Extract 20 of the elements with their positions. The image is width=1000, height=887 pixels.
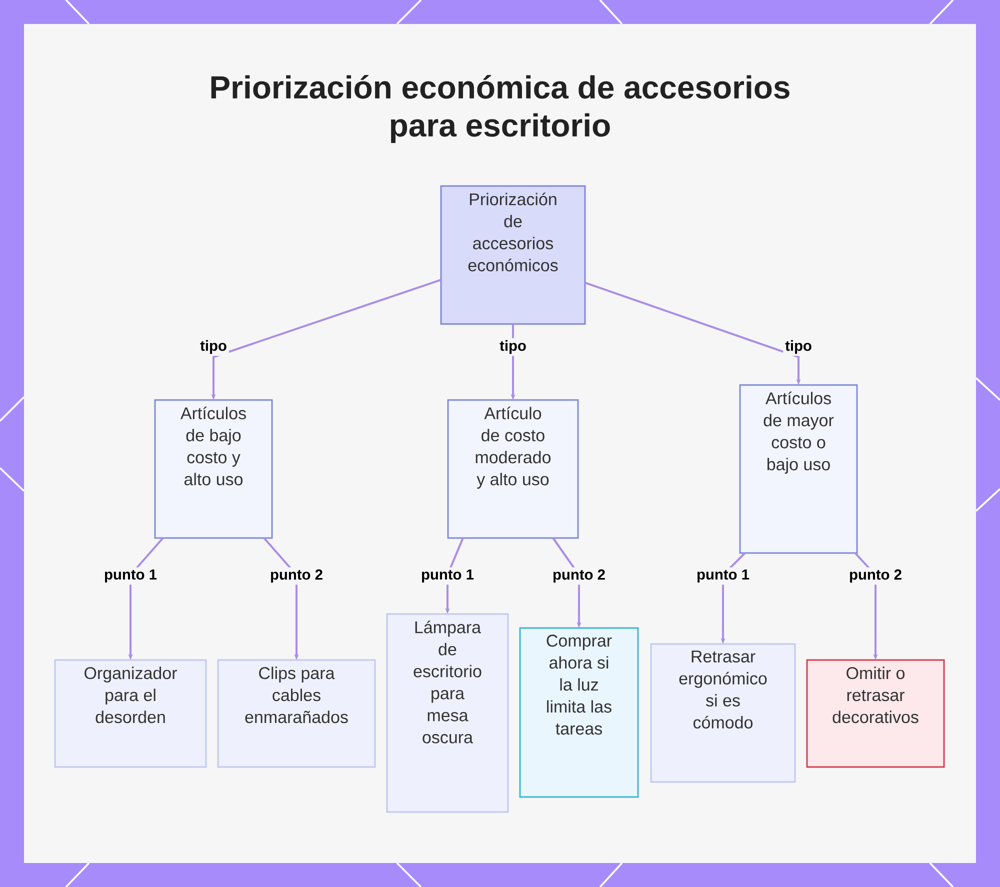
item-box: Retrasar ergonómico si es cómodo — [650, 643, 796, 783]
root-box: Priorización de accesorios económicos — [440, 185, 586, 325]
edge-label: punto 2 — [550, 567, 608, 585]
item-box: Clips para cables enmarañados — [217, 659, 376, 768]
item-box: Lámpara de escritorio para mesa oscura — [386, 613, 509, 813]
edge-label: punto 1 — [102, 567, 159, 585]
edge-label: punto 1 — [694, 567, 752, 585]
category-box: Artículos de bajo costo y alto uso — [154, 399, 273, 539]
item-box: Comprar ahora si la luz limita las tareas — [519, 627, 639, 798]
edge-label: tipo — [498, 338, 528, 356]
item-box: Omitir o retrasar decorativos — [806, 659, 945, 768]
edge-label: tipo — [783, 338, 814, 356]
edge-label: punto 2 — [268, 567, 325, 585]
category-box: Artículos de mayor costo o bajo uso — [739, 384, 858, 554]
title: Priorización económica de accesorios para escritorio — [211, 74, 790, 144]
edge-label: tipo — [198, 338, 229, 356]
category-box: Artículo de costo moderado y alto uso — [447, 399, 579, 539]
edge-label: punto 2 — [847, 567, 904, 585]
edge-label: punto 1 — [419, 567, 476, 585]
item-box: Organizador para el desorden — [54, 659, 207, 768]
